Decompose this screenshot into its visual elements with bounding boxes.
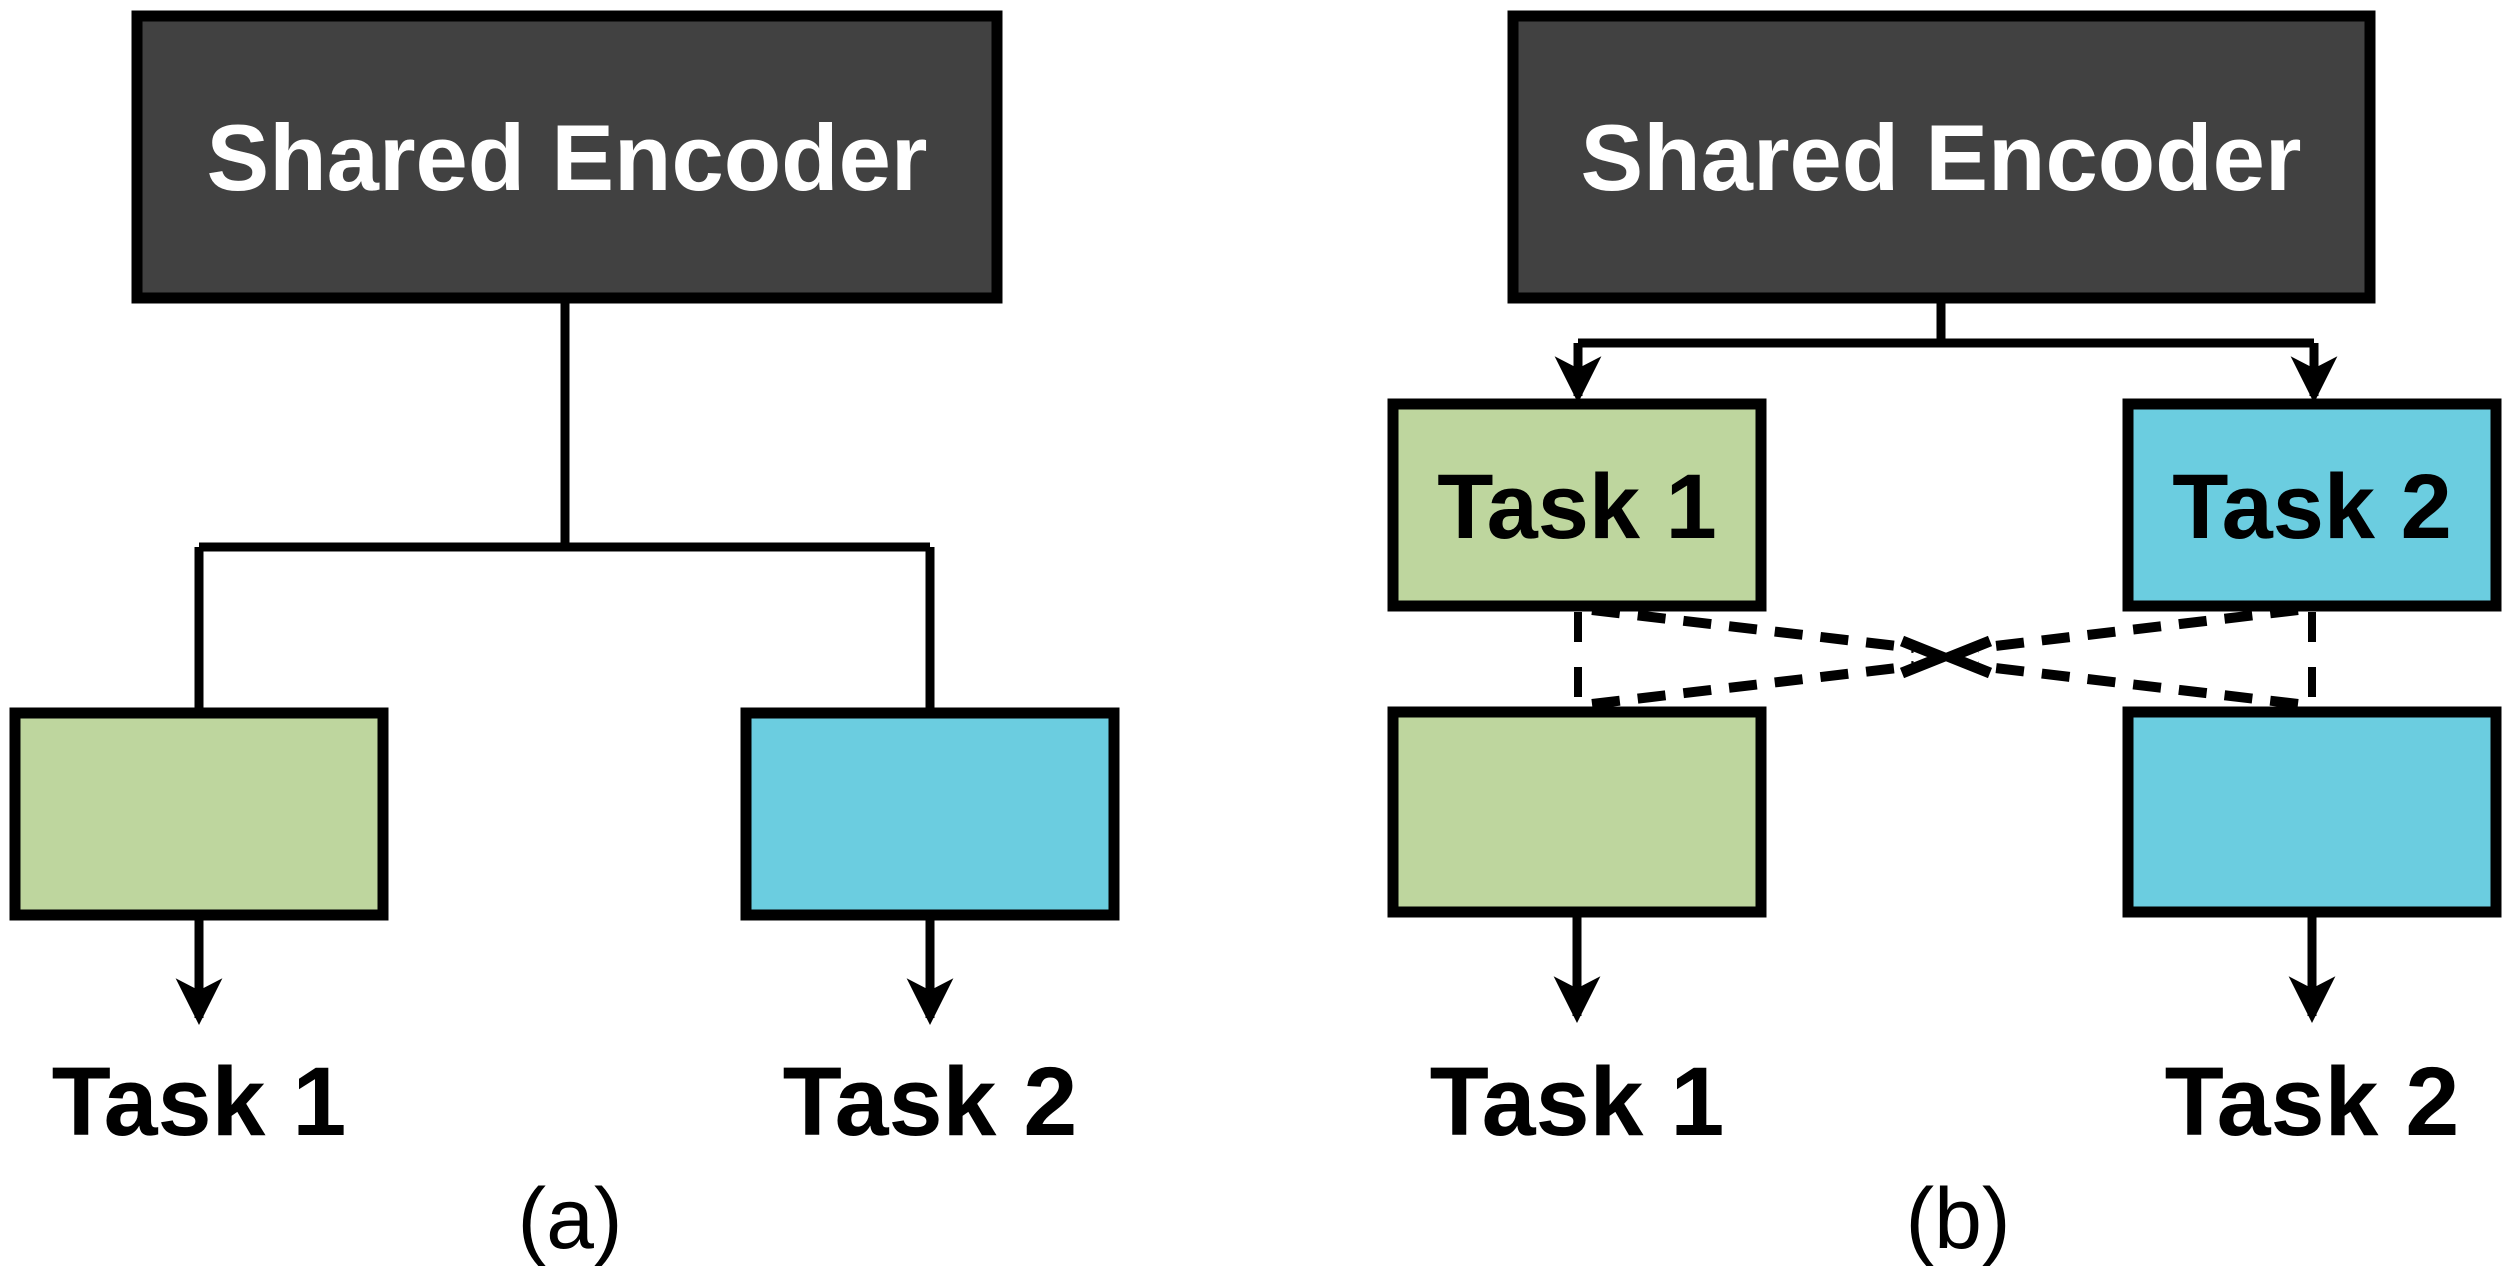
- encoder-label-b: Shared Encoder: [1581, 105, 2302, 210]
- task1-head-box-a: [9, 707, 389, 921]
- task2-label-b: Task 2: [2165, 1047, 2460, 1156]
- caption-b: (b): [1905, 1171, 2010, 1267]
- caption-a: (a): [517, 1171, 622, 1267]
- task2-head-box-a: [740, 707, 1120, 921]
- cross-talk-left-arrowhead-icon: [1935, 635, 1993, 679]
- task1-label-b: Task 1: [1430, 1047, 1725, 1156]
- task1-branch-box-b: [1387, 398, 1767, 612]
- cross-talk-left-upper-line: [1977, 605, 2299, 653]
- cross-talk-right-lower-line: [1591, 661, 1915, 709]
- cross-talk-right-upper-line: [1591, 605, 1915, 653]
- branch-connector-b: [1578, 298, 2314, 348]
- cross-talk-left-lower-line: [1977, 661, 2299, 709]
- task2-branch-box-b: [2122, 398, 2502, 612]
- shared-encoder-box-a: [131, 10, 1003, 304]
- task2-head-box-b: [2122, 706, 2502, 918]
- encoder-label-a: Shared Encoder: [207, 105, 928, 210]
- task1-head-box-b: [1387, 706, 1767, 918]
- panel-b: Shared Encoder Task 1 Task 2 Task 1 Task…: [1387, 10, 2502, 1267]
- shared-encoder-box-b: [1507, 10, 2376, 304]
- task2-box-label-b: Task 2: [2172, 456, 2452, 558]
- task1-box-label-b: Task 1: [1437, 456, 1717, 558]
- task1-label-a: Task 1: [52, 1047, 347, 1156]
- task2-label-a: Task 2: [783, 1047, 1078, 1156]
- branch-connector-a: [194, 298, 935, 713]
- panel-a: Shared Encoder Task 1 Task 2 (a): [9, 10, 1120, 1267]
